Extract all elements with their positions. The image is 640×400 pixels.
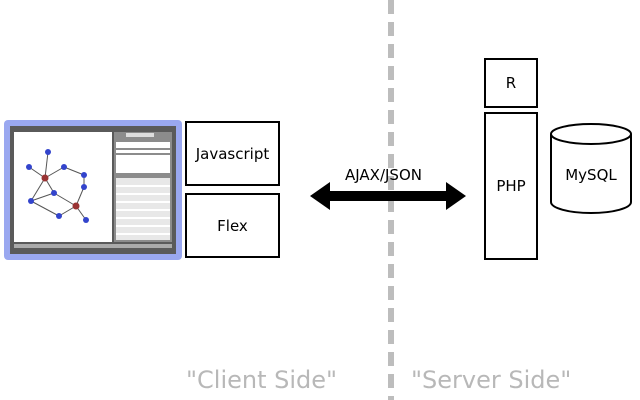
javascript-box: Javascript bbox=[185, 121, 280, 186]
php-label: PHP bbox=[496, 177, 526, 195]
server-side-label: "Server Side" bbox=[411, 366, 572, 394]
javascript-label: Javascript bbox=[195, 144, 270, 163]
client-side-label: "Client Side" bbox=[186, 366, 338, 394]
mysql-label: MySQL bbox=[565, 166, 617, 184]
mysql-database-icon bbox=[550, 123, 632, 214]
php-box: PHP bbox=[484, 112, 538, 260]
r-label: R bbox=[505, 74, 517, 92]
flex-box: Flex bbox=[185, 193, 280, 258]
app-screenshot-thumbnail bbox=[4, 120, 182, 260]
flex-label: Flex bbox=[217, 216, 248, 235]
r-box: R bbox=[484, 58, 538, 108]
app-window-graphic bbox=[10, 126, 176, 254]
ajax-json-label: AJAX/JSON bbox=[345, 166, 422, 184]
bidirectional-arrow bbox=[310, 182, 466, 210]
